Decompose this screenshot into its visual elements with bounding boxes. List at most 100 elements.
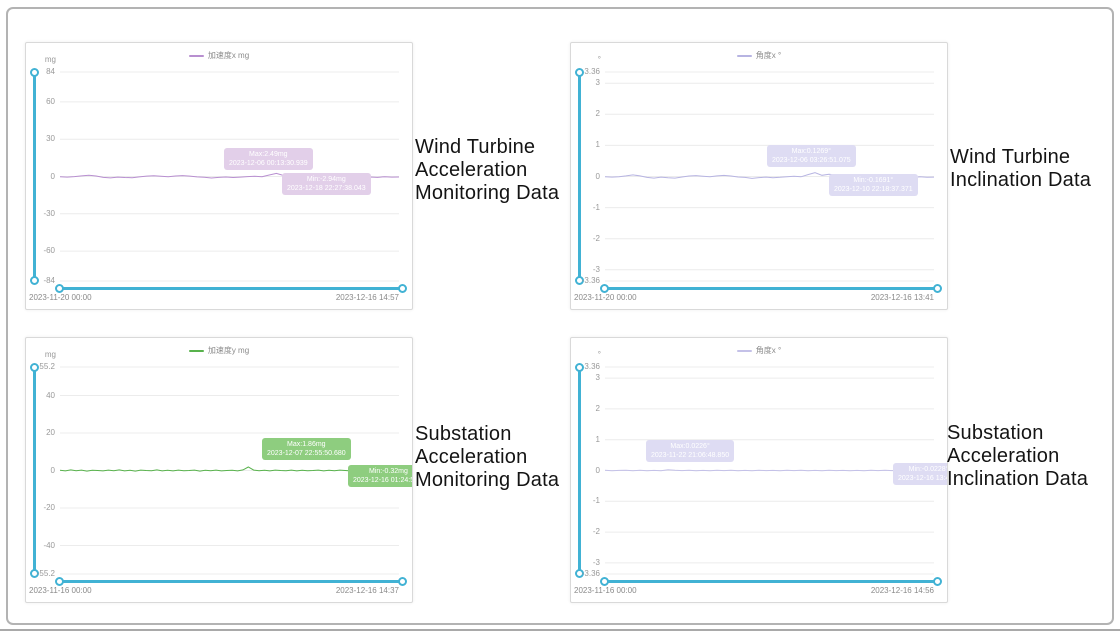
horizontal-slider-track[interactable]	[604, 580, 938, 583]
y-axis-tick-label: 1	[595, 140, 600, 150]
y-axis-tick-label: -3	[592, 557, 600, 567]
y-axis-tick-label: 60	[46, 96, 55, 106]
y-axis-tick-label: -30	[43, 208, 55, 218]
y-axis-tick-label: -1	[592, 202, 600, 212]
legend-label: 角度x °	[755, 346, 782, 355]
vertical-zoom-slider[interactable]	[30, 68, 39, 285]
y-axis-tick-label: 1	[595, 434, 600, 444]
max-value: Max:1.86mg	[287, 441, 326, 448]
line-chart	[604, 71, 935, 282]
legend[interactable]: 加速度x mg	[26, 50, 412, 61]
legend-label: 加速度x mg	[207, 51, 250, 60]
vertical-zoom-slider[interactable]	[575, 363, 584, 578]
slider-handle-top[interactable]	[575, 68, 584, 77]
vertical-zoom-slider[interactable]	[30, 363, 39, 578]
y-axis-tick-label: 0	[50, 465, 55, 475]
legend-line-icon	[188, 54, 204, 57]
vertical-slider-track[interactable]	[33, 367, 36, 574]
y-axis-unit: °	[597, 350, 601, 359]
horizontal-zoom-slider[interactable]	[55, 577, 407, 586]
y-axis-tick-label: -3.36	[581, 276, 600, 285]
line-chart	[59, 366, 400, 575]
horizontal-slider-track[interactable]	[604, 287, 938, 290]
vertical-slider-track[interactable]	[578, 72, 581, 281]
slider-handle-right[interactable]	[398, 284, 407, 293]
y-axis-tick-label: -3	[592, 264, 600, 274]
legend-label: 加速度y mg	[207, 346, 250, 355]
slider-handle-top[interactable]	[575, 363, 584, 372]
min-timestamp: 2023-12-18 22:27:38.043	[287, 185, 366, 192]
max-value-tooltip: Max:2.49mg 2023-12-06 00:13:30.939	[224, 148, 313, 170]
max-timestamp: 2023-12-06 03:26:51.075	[772, 157, 851, 164]
slider-handle-bottom[interactable]	[575, 276, 584, 285]
panel-title-wind-turbine-acceleration: Wind Turbine Acceleration Monitoring Dat…	[415, 136, 560, 204]
slider-handle-bottom[interactable]	[30, 569, 39, 578]
horizontal-zoom-slider[interactable]	[600, 284, 942, 293]
y-axis-tick-label: -2	[592, 233, 600, 243]
slider-handle-bottom[interactable]	[575, 569, 584, 578]
legend-line-icon	[188, 349, 204, 352]
min-value-tooltip: Min:-2.94mg 2023-12-18 22:27:38.043	[282, 173, 371, 195]
y-axis-unit: mg	[44, 55, 56, 64]
y-axis-tick-label: 3	[595, 78, 600, 88]
chart-panel-substation-acceleration: 加速度y mg mg Max:1.86mg 2023-12-07 22:55:5…	[25, 337, 413, 603]
slider-handle-right[interactable]	[933, 284, 942, 293]
y-axis-tick-label: 2	[595, 109, 600, 119]
horizontal-slider-track[interactable]	[59, 580, 403, 583]
slider-handle-top[interactable]	[30, 68, 39, 77]
y-axis-unit: mg	[44, 350, 56, 359]
x-axis-end-label: 2023-12-16 13:41	[870, 293, 934, 302]
slider-handle-left[interactable]	[600, 284, 609, 293]
y-axis-unit: °	[597, 55, 601, 64]
min-value: Min:-2.94mg	[306, 176, 346, 183]
line-chart	[604, 366, 935, 575]
slider-handle-left[interactable]	[600, 577, 609, 586]
min-value: Min:-0.0228°	[908, 466, 948, 473]
y-axis-tick-label: -3.36	[581, 569, 600, 578]
slider-handle-top[interactable]	[30, 363, 39, 372]
x-axis-start-label: 2023-11-20 00:00	[574, 293, 637, 302]
min-timestamp: 2023-12-16 13:45:0	[898, 475, 947, 482]
min-value-tooltip: Min:-0.0228° 2023-12-16 13:45:0	[893, 463, 948, 485]
y-axis-tick-label: -20	[43, 503, 55, 512]
y-axis-tick-label: 40	[46, 390, 55, 400]
legend[interactable]: 角度x °	[571, 345, 947, 356]
max-value: Max:0.1269°	[791, 148, 831, 155]
legend[interactable]: 角度x °	[571, 50, 947, 61]
horizontal-zoom-slider[interactable]	[600, 577, 942, 586]
y-axis-tick-label: -40	[43, 540, 55, 550]
min-value-tooltip: Min:-0.32mg 2023-12-16 01:24:53.3	[348, 465, 412, 487]
min-value-tooltip: Min:-0.1691° 2023-12-10 22:18:37.371	[829, 174, 918, 196]
vertical-zoom-slider[interactable]	[575, 68, 584, 285]
x-axis-end-label: 2023-12-16 14:57	[335, 293, 399, 302]
slider-handle-right[interactable]	[398, 577, 407, 586]
y-axis-tick-label: -84	[43, 276, 55, 285]
max-value-tooltip: Max:0.0226° 2023-11-22 21:06:48.850	[646, 440, 735, 462]
max-timestamp: 2023-11-22 21:06:48.850	[651, 452, 730, 459]
y-axis-tick-label: 84	[46, 67, 55, 76]
x-axis-start-label: 2023-11-16 00:00	[574, 586, 637, 595]
vertical-slider-track[interactable]	[578, 367, 581, 574]
slider-handle-bottom[interactable]	[30, 276, 39, 285]
y-axis-tick-label: -60	[43, 246, 55, 256]
y-axis-tick-label: 0	[595, 171, 600, 181]
slider-handle-left[interactable]	[55, 284, 64, 293]
y-axis-tick-label: 2	[595, 403, 600, 413]
panel-title-substation-inclination: Substation Acceleration Inclination Data	[947, 422, 1089, 490]
x-axis-start-label: 2023-11-16 00:00	[29, 586, 92, 595]
vertical-slider-track[interactable]	[33, 72, 36, 281]
slider-handle-right[interactable]	[933, 577, 942, 586]
slider-handle-left[interactable]	[55, 577, 64, 586]
y-axis-tick-label: 0	[595, 465, 600, 475]
horizontal-slider-track[interactable]	[59, 287, 403, 290]
min-value: Min:-0.1691°	[853, 177, 894, 184]
x-axis-end-label: 2023-12-16 14:37	[335, 586, 399, 595]
max-value: Max:0.0226°	[670, 443, 710, 450]
x-axis-end-label: 2023-12-16 14:56	[870, 586, 934, 595]
horizontal-zoom-slider[interactable]	[55, 284, 407, 293]
chart-panel-wind-turbine-inclination: 角度x ° ° Max:0.1269° 2023-12-06 03:26:51.…	[570, 42, 948, 310]
legend[interactable]: 加速度y mg	[26, 345, 412, 356]
max-value-tooltip: Max:1.86mg 2023-12-07 22:55:50.680	[262, 438, 351, 460]
min-timestamp: 2023-12-10 22:18:37.371	[834, 186, 913, 193]
x-axis-start-label: 2023-11-20 00:00	[29, 293, 92, 302]
